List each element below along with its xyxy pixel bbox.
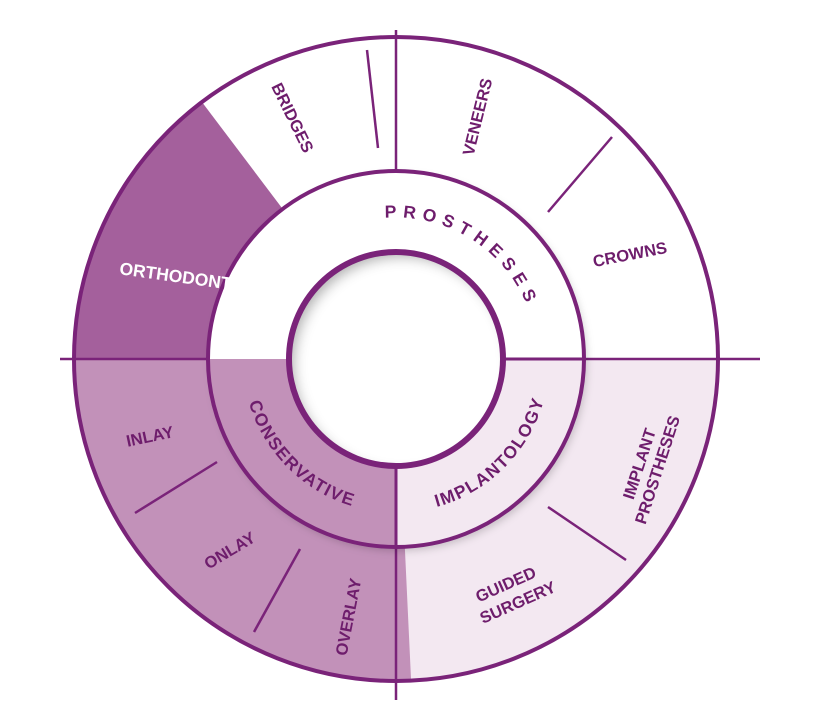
sector-divider-line: [134, 460, 218, 515]
sector-divider-line: [547, 505, 627, 562]
sector-divider-line: [365, 49, 380, 149]
sector-divider-line: [547, 136, 613, 213]
outer-outline: [72, 35, 720, 683]
center-circle: [289, 252, 503, 466]
sector-divider-line: [252, 548, 302, 633]
conservative-ring[interactable]: [208, 359, 396, 547]
implantology-ring[interactable]: [396, 359, 584, 547]
center-outline: [286, 249, 506, 469]
